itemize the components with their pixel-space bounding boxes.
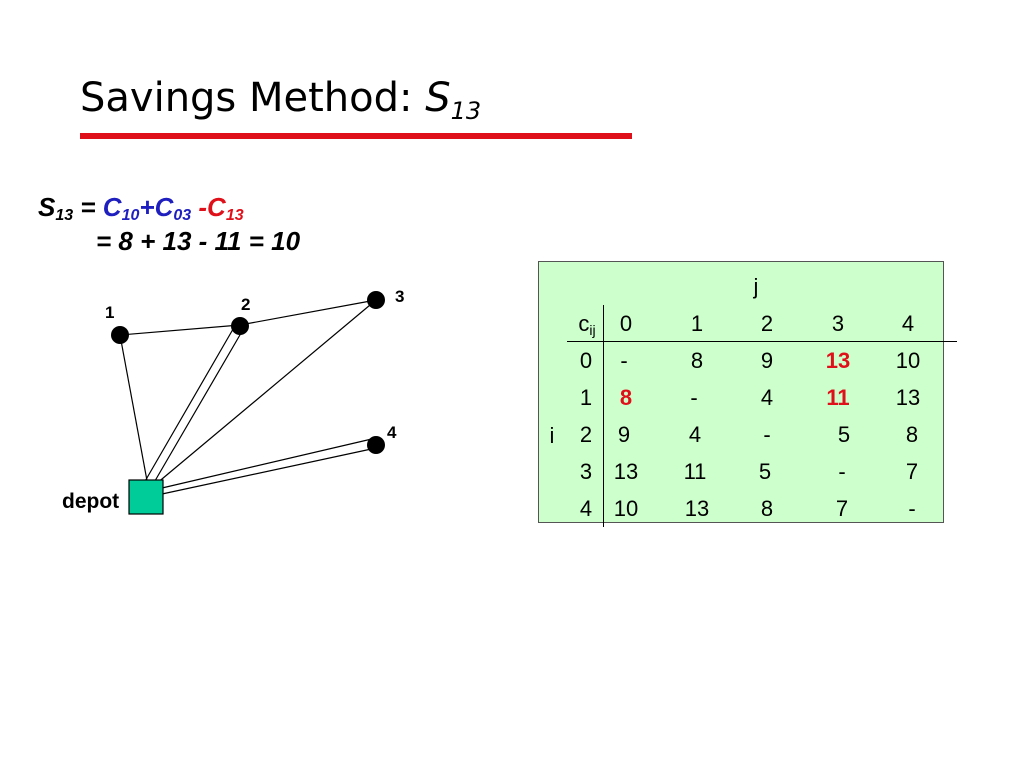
i-axis-label: i [549,423,555,448]
matrix-cell: 13 [684,496,710,521]
matrix-cell: 7 [835,496,849,521]
matrix-vertical-divider [603,305,604,527]
matrix-cell: 4 [760,385,774,410]
matrix-cell: 4 [688,422,702,447]
depot-label: depot [62,490,119,513]
matrix-cell: 5 [837,422,851,447]
matrix-cell: - [690,385,698,410]
j-axis-label: j [753,274,759,299]
matrix-cell: - [620,348,628,373]
edge-depot-2-b [151,327,245,487]
node-4-label: 4 [387,423,397,442]
matrix-cell-highlighted: 8 [619,385,633,410]
node-3 [367,291,385,309]
matrix-corner-cij: cij [578,311,596,338]
matrix-cell: 5 [758,459,772,484]
matrix-cell: 7 [905,459,919,484]
matrix-cell: - [908,496,916,521]
edge-2-3 [239,299,377,326]
matrix-cell: 8 [905,422,919,447]
edge-depot-4-b [161,447,377,495]
col-header: 4 [901,311,915,336]
node-2 [231,317,249,335]
node-2-label: 2 [241,295,250,314]
matrix-cell: 10 [613,496,639,521]
formula-lhs: S13 [38,192,74,224]
row-header: 2 [579,422,593,447]
matrix-cell: 10 [895,348,921,373]
matrix-horizontal-divider [567,341,957,342]
formula-term-c13: C13 [207,192,244,224]
matrix-cell: 8 [760,496,774,521]
matrix-cell: 9 [760,348,774,373]
title-underline [80,133,632,139]
title-subscript: 13 [450,97,482,125]
matrix-cell-highlighted: 13 [825,348,851,373]
matrix-cell-highlighted: 11 [826,385,850,410]
node-1-label: 1 [105,303,114,322]
node-1 [111,326,129,344]
depot-node [128,479,164,515]
edge-depot-4-a [161,437,377,489]
formula-line-2: = 8 + 13 - 11 = 10 [96,226,301,256]
node-4 [367,436,385,454]
matrix-cell: - [763,422,771,447]
node-3-label: 3 [395,287,404,306]
formula-term-c10: C10 [102,192,140,224]
page-title: Savings Method: S13 [80,70,481,126]
row-header: 0 [579,348,593,373]
title-text: Savings Method: [80,75,426,121]
edge-depot-1 [119,334,149,487]
col-header: 2 [760,311,774,336]
matrix-cell: 11 [683,459,707,484]
savings-formula: S13 = C10+C03 -C13 = 8 + 13 - 11 = 10 [38,190,300,258]
edge-depot-2-a [143,323,237,484]
formula-term-c03: C03 [154,192,192,224]
formula-minus: - [198,192,208,222]
col-header: 1 [690,311,704,336]
edge-1-2 [119,324,241,336]
formula-plus: + [139,192,155,222]
matrix-cell: 13 [895,385,921,410]
col-header: 3 [831,311,845,336]
matrix-cell: 8 [690,348,704,373]
title-symbol: S [425,75,451,121]
matrix-cell: - [838,459,846,484]
cost-matrix: j i cij 0 1 2 3 4 0 1 2 3 4 - 8 9 13 10 … [538,261,957,527]
matrix-cell: 13 [613,459,639,484]
formula-line-1: S13 = C10+C03 -C13 [38,190,300,224]
row-header: 1 [579,385,593,410]
row-header: 4 [579,496,593,521]
matrix-cell: 9 [617,422,631,447]
row-header: 3 [579,459,593,484]
col-header: 0 [619,311,633,336]
edge-depot-3 [155,299,377,485]
formula-eq: = [80,192,96,222]
